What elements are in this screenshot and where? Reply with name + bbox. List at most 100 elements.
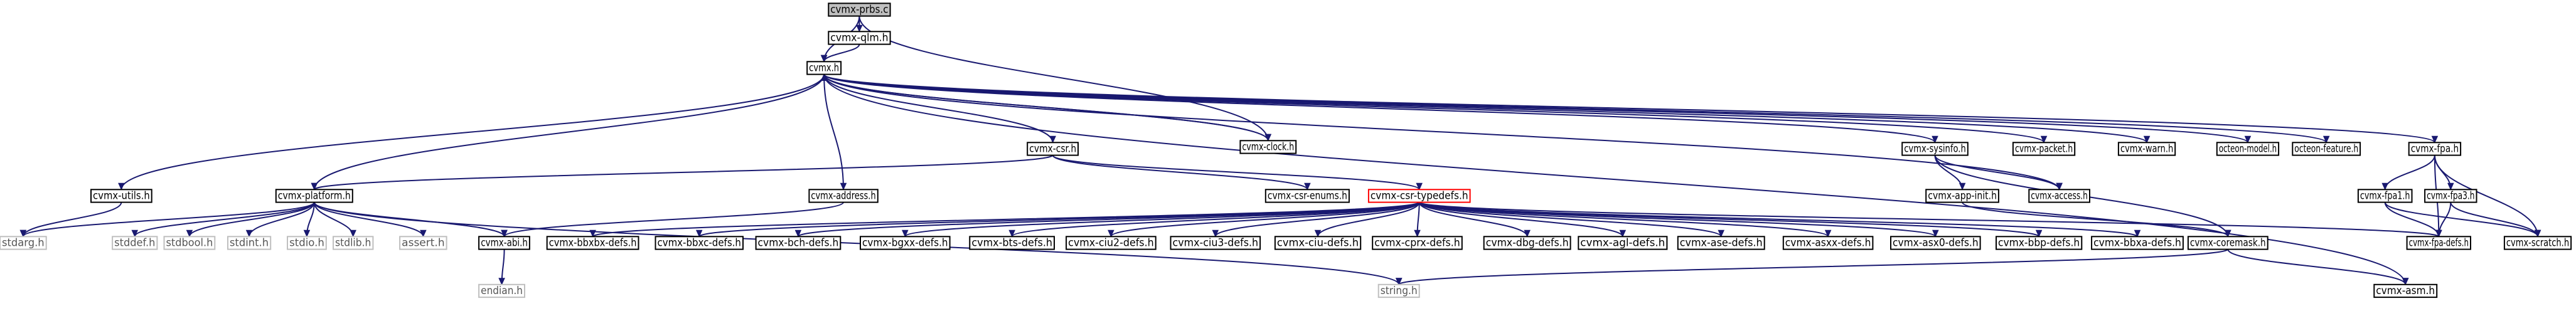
node-typedefs[interactable]: cvmx-csr-typedefs.h [1367,189,1471,203]
graph-edges [19,16,2541,285]
node-asxx-box [1782,236,1874,250]
node-coremask[interactable]: cvmx-coremask.h [2187,236,2269,250]
node-stringh-box [1377,283,1420,298]
edge-cvmx-to-address [823,74,847,191]
node-ciu3[interactable]: cvmx-ciu3-defs.h [1170,236,1261,250]
node-endian[interactable]: endian.h [478,283,525,298]
node-stdbool[interactable]: stdbool.h [163,236,216,250]
edge-typedefs-to-ciu3 [1212,202,1420,238]
node-fpa1-box [2357,189,2413,203]
node-feature-label: octeon-feature.h [2294,142,2358,155]
edge-platform-to-assert [313,202,427,238]
node-bbxa-label: cvmx-bbxa-defs.h [2093,236,2181,249]
node-asxx[interactable]: cvmx-asxx-defs.h [1782,236,1874,250]
edge-typedefs-to-asxx [1418,201,1832,238]
edge-platform-to-stdlib [313,202,356,238]
node-bbxbx[interactable]: cvmx-bbxbx-defs.h [546,236,639,250]
node-stddef[interactable]: stddef.h [112,236,158,250]
node-assert-box [399,236,447,250]
node-address[interactable]: cvmx-address.h [808,189,879,203]
node-cvmx[interactable]: cvmx.h [806,61,842,75]
node-abi[interactable]: cvmx-abi.h [478,236,530,250]
node-stdint-box [227,236,272,250]
node-asx0[interactable]: cvmx-asx0-defs.h [1890,236,1981,250]
node-bgxx[interactable]: cvmx-bgxx-defs.h [860,236,951,250]
node-bts-label: cvmx-bts-defs.h [971,236,1052,249]
node-qlm[interactable]: cvmx-qlm.h [828,31,891,45]
node-bbp-label: cvmx-bbp-defs.h [1998,236,2080,249]
node-clock[interactable]: cvmx-clock.h [1239,140,1297,154]
node-ciu3-label: cvmx-ciu3-defs.h [1173,236,1259,249]
node-stringh[interactable]: string.h [1377,283,1420,298]
node-agl[interactable]: cvmx-agl-defs.h [1578,236,1668,250]
node-stdint-label: stdint.h [230,236,269,249]
node-assert[interactable]: assert.h [399,236,447,250]
node-model[interactable]: octeon-model.h [2216,142,2280,156]
node-fpadefs[interactable]: cvmx-fpa-defs.h [2406,236,2472,250]
node-endian-label: endian.h [481,285,523,297]
node-cprx[interactable]: cvmx-cprx-defs.h [1372,236,1463,250]
node-stringh-label: string.h [1381,285,1418,297]
node-bch[interactable]: cvmx-bch-defs.h [755,236,842,250]
node-ciu2[interactable]: cvmx-ciu2-defs.h [1066,236,1157,250]
edge-platform-to-stdio [303,202,315,238]
node-coremask-box [2187,236,2269,250]
node-sysinfo-box [1901,142,1969,156]
node-appinit[interactable]: cvmx-app-init.h [1925,189,1999,203]
node-platform[interactable]: cvmx-platform.h [275,189,353,203]
node-bgxx-box [860,236,951,250]
node-dbg-label: cvmx-dbg-defs.h [1486,236,1569,249]
node-access[interactable]: cvmx-access.h [2028,189,2091,203]
node-fpa3[interactable]: cvmx-fpa3.h [2424,189,2477,203]
node-csr-label: cvmx-csr.h [1029,142,1076,155]
node-coremask-label: cvmx-coremask.h [2190,236,2266,249]
node-sysinfo[interactable]: cvmx-sysinfo.h [1901,142,1969,156]
node-bbp[interactable]: cvmx-bbp-defs.h [1996,236,2083,250]
edge-qlm-to-cvmx [820,44,860,63]
node-bts[interactable]: cvmx-bts-defs.h [969,236,1056,250]
node-stdint[interactable]: stdint.h [227,236,272,250]
edge-typedefs-to-cprx [1414,202,1421,238]
node-csrenums[interactable]: cvmx-csr-enums.h [1264,189,1350,203]
node-ciu[interactable]: cvmx-ciu-defs.h [1274,236,1362,250]
node-appinit-label: cvmx-app-init.h [1928,189,1997,202]
node-scratch[interactable]: cvmx-scratch.h [2503,236,2572,250]
node-stdarg[interactable]: stdarg.h [0,236,47,250]
node-prbs[interactable]: cvmx-prbs.c [828,3,891,17]
edge-fpa-to-fpa1 [2381,155,2435,191]
node-fpa1[interactable]: cvmx-fpa1.h [2357,189,2413,203]
node-dbg-box [1483,236,1571,250]
node-stddef-box [112,236,158,250]
node-dbg[interactable]: cvmx-dbg-defs.h [1483,236,1571,250]
edge-typedefs-to-asx0 [1418,201,1939,238]
node-fpa[interactable]: cvmx-fpa.h [2408,142,2462,156]
edge-typedefs-to-bgxx [902,201,1420,238]
node-csr[interactable]: cvmx-csr.h [1027,142,1079,156]
node-asm[interactable]: cvmx-asm.h [2373,283,2438,298]
node-bbxa[interactable]: cvmx-bbxa-defs.h [2091,236,2184,250]
node-ciu3-box [1170,236,1261,250]
node-clock-box [1239,140,1297,154]
node-stdlib-label: stdlib.h [335,236,371,249]
node-ase-label: cvmx-ase-defs.h [1680,236,1763,249]
edge-fpa1-to-scratch [2384,202,2541,238]
node-utils[interactable]: cvmx-utils.h [90,189,152,203]
node-ciu-box [1274,236,1362,250]
edge-cvmx-to-feature [823,73,2330,144]
node-packet[interactable]: cvmx-packet.h [2012,142,2076,156]
node-scratch-box [2503,236,2572,250]
node-warn[interactable]: cvmx-warn.h [2117,142,2176,156]
edge-cvmx-to-platform [311,74,825,191]
node-feature[interactable]: octeon-feature.h [2292,142,2361,156]
edge-platform-to-stdbool [186,202,315,238]
edge-coremask-to-asm [2227,249,2409,285]
node-stdio[interactable]: stdio.h [287,236,327,250]
node-bbxc[interactable]: cvmx-bbxc-defs.h [655,236,744,250]
node-fpadefs-box [2406,236,2472,250]
edge-platform-to-abi [313,202,508,238]
node-ase[interactable]: cvmx-ase-defs.h [1677,236,1765,250]
node-stdlib[interactable]: stdlib.h [333,236,374,250]
node-stdbool-box [163,236,216,250]
node-cvmx-label: cvmx.h [809,61,839,74]
node-utils-label: cvmx-utils.h [93,189,150,202]
